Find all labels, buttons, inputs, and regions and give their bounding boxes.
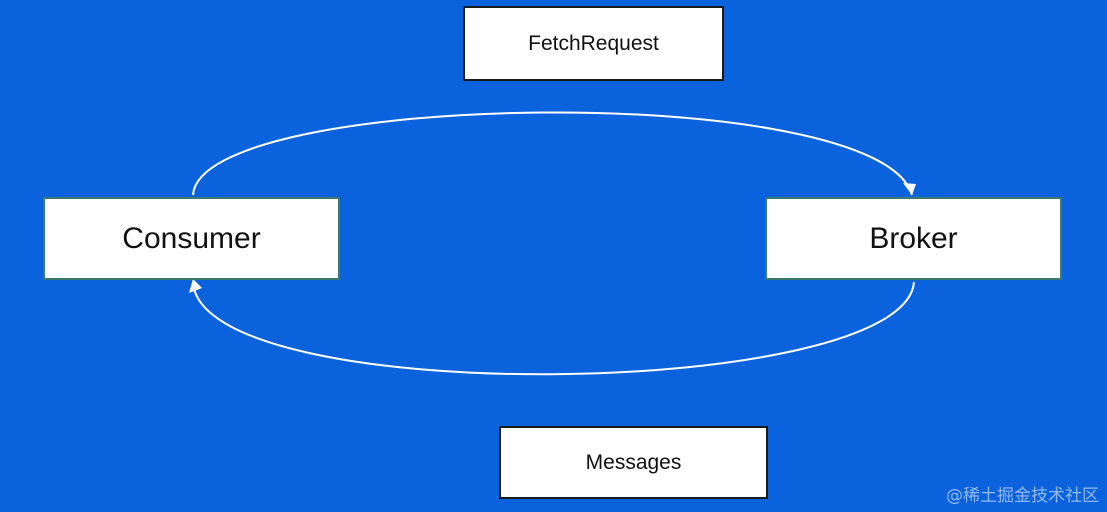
fetch-request-label-box: FetchRequest bbox=[463, 6, 724, 81]
fetch-request-label: FetchRequest bbox=[528, 31, 659, 55]
messages-label: Messages bbox=[585, 450, 682, 474]
request-arrowhead bbox=[903, 183, 916, 195]
response-arrow bbox=[192, 281, 915, 376]
broker-node: Broker bbox=[765, 197, 1062, 280]
consumer-node: Consumer bbox=[43, 197, 340, 280]
response-arrowhead bbox=[189, 279, 202, 293]
consumer-label: Consumer bbox=[122, 221, 261, 255]
request-arrow bbox=[192, 111, 913, 196]
watermark: @稀土掘金技术社区 bbox=[946, 486, 1099, 506]
broker-label: Broker bbox=[869, 221, 958, 255]
messages-label-box: Messages bbox=[499, 426, 768, 499]
